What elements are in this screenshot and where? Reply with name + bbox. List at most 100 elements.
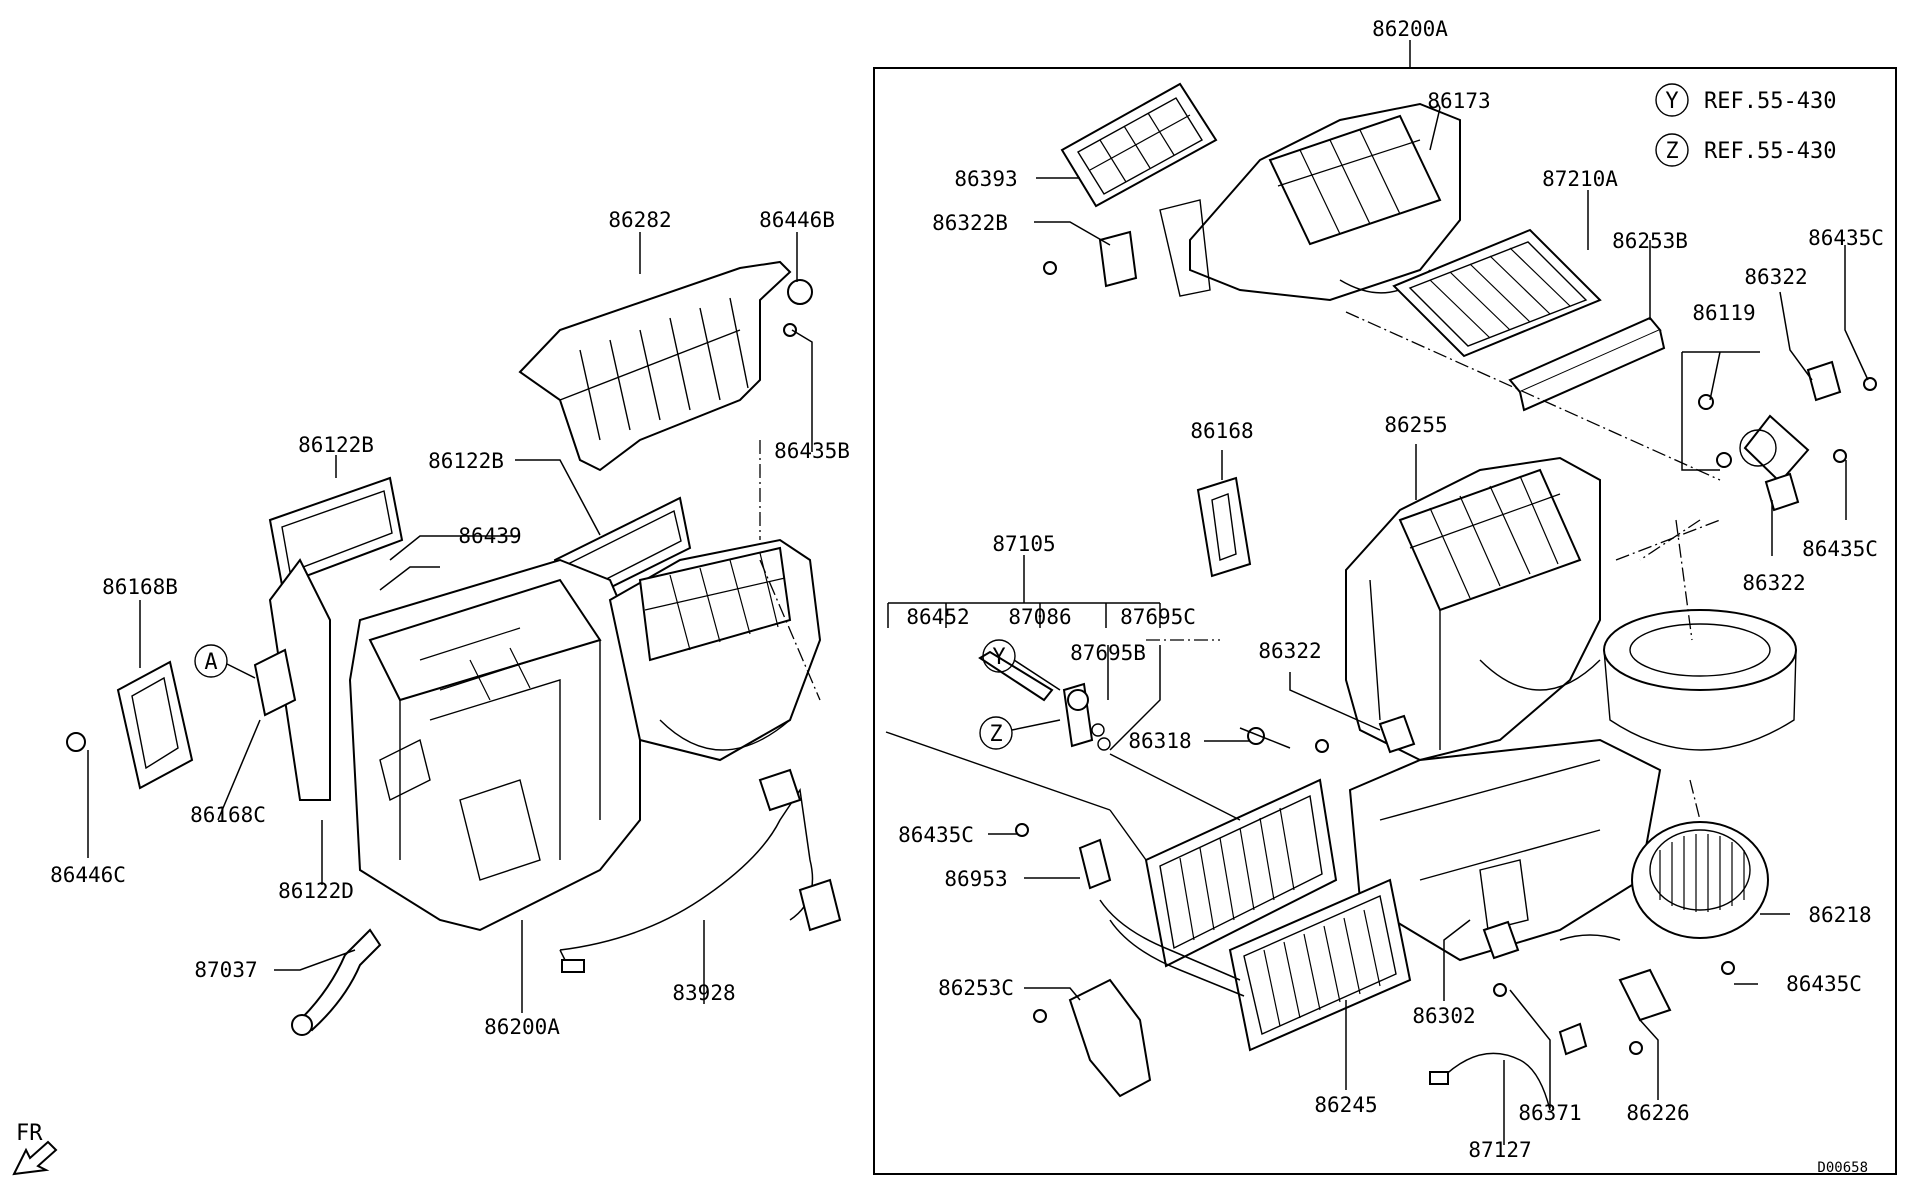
part-label: 86173 — [1427, 89, 1490, 113]
part-label: 86435C — [1808, 226, 1884, 250]
part-label: 86282 — [608, 208, 671, 232]
gasket-86122d — [253, 558, 331, 801]
part-label: 87695C — [1120, 605, 1196, 629]
marker-y: Y — [992, 645, 1005, 670]
part-label: 86245 — [1314, 1093, 1377, 1117]
part-label: 86168B — [102, 575, 178, 599]
part-label: 86200A — [484, 1015, 560, 1039]
left-part-labels: 86282 86446B 86435B 86122B 86122B 86439 … — [50, 208, 850, 1039]
part-label: 86318 — [1128, 729, 1191, 753]
drawing-code: D00658 — [1817, 1160, 1868, 1176]
reference-z: Z REF.55-430 — [1655, 133, 1836, 167]
reference-y: Y REF.55-430 — [1655, 83, 1836, 117]
part-label: 86322B — [932, 211, 1008, 235]
part-evaporator-core — [1144, 778, 1338, 968]
arrow-icon — [12, 1140, 58, 1176]
oring-87695b — [1091, 723, 1105, 737]
part-label: 86452 — [906, 605, 969, 629]
marker-a: A — [204, 650, 217, 675]
actuators-86322 — [1698, 360, 1877, 512]
clip-86446b — [787, 279, 813, 305]
part-label: 86119 — [1692, 301, 1755, 325]
part-label: 86168 — [1190, 419, 1253, 443]
bracket-86953 — [1078, 838, 1112, 890]
part-label: 87037 — [194, 958, 257, 982]
pad-86168c — [253, 648, 297, 717]
marker-leaders — [1011, 659, 1061, 731]
part-label: 86439 — [458, 524, 521, 548]
part-86255-main-case — [1345, 456, 1601, 762]
part-label: 86168C — [190, 803, 266, 827]
reference-text: REF.55-430 — [1704, 139, 1836, 164]
part-label: 86435C — [1802, 537, 1878, 561]
part-86168-seal — [1196, 476, 1252, 578]
part-label: 86122B — [428, 449, 504, 473]
marker-y-circle — [982, 639, 1016, 673]
reference-text: REF.55-430 — [1704, 89, 1836, 114]
part-label: 86253B — [1612, 229, 1688, 253]
harness-83928 — [559, 768, 842, 973]
part-label: 83928 — [672, 981, 735, 1005]
part-label: 86226 — [1626, 1101, 1689, 1125]
wire-87127 — [1439, 1052, 1551, 1111]
valve-group-87105 — [978, 650, 1416, 754]
marker-circle — [1655, 83, 1689, 117]
blower-case — [1603, 609, 1797, 751]
hose-87037 — [291, 928, 382, 1036]
marker-label: Z — [1665, 139, 1678, 164]
marker-a-circle — [194, 644, 228, 678]
marker-z-circle — [979, 716, 1013, 750]
leader-line — [226, 663, 256, 679]
part-label: 86302 — [1412, 1004, 1475, 1028]
part-label: 86322 — [1258, 639, 1321, 663]
part-label: 86322 — [1742, 571, 1805, 595]
part-label: 86435C — [1786, 972, 1862, 996]
part-87210a-filter — [1392, 228, 1602, 358]
bolt-86452 — [978, 650, 1054, 702]
direction-label: FR — [16, 1121, 43, 1146]
part-label: 86122D — [278, 879, 354, 903]
heater-unit-left — [348, 538, 822, 932]
assembly-boundary-box — [873, 67, 1897, 1175]
part-label: 86218 — [1808, 903, 1871, 927]
part-label: 87695B — [1070, 641, 1146, 665]
part-86253b-cover — [1508, 316, 1666, 412]
part-86218-blower-motor — [1631, 821, 1769, 975]
leader-line — [1107, 645, 1161, 751]
part-label: 86435C — [898, 823, 974, 847]
front-direction-indicator: FR — [12, 1121, 58, 1176]
part-label: 86393 — [954, 167, 1017, 191]
box-part-labels: 86173 86393 86322B 87210A 86253B 86435C … — [898, 89, 1884, 1162]
part-label: 86371 — [1518, 1101, 1581, 1125]
part-label: 86446B — [759, 208, 835, 232]
sensors-bottom — [1429, 920, 1672, 1111]
part-label: 86255 — [1384, 413, 1447, 437]
pipes-and-brackets — [1015, 823, 1245, 1098]
marker-circle — [1655, 133, 1689, 167]
screw-86435b — [783, 323, 797, 337]
actuator-86322-mid — [1378, 714, 1416, 754]
part-label: 87210A — [1542, 167, 1618, 191]
part-label: 87086 — [1008, 605, 1071, 629]
bracket-87105 — [887, 555, 1161, 628]
part-label: 86435B — [774, 439, 850, 463]
box-leader-lines — [988, 99, 1869, 1145]
marker-z: Z — [989, 722, 1002, 747]
part-label: 86953 — [944, 867, 1007, 891]
seal-86168b — [66, 660, 194, 790]
clip-86446c — [66, 732, 86, 752]
part-label: 87127 — [1468, 1138, 1531, 1162]
part-86245-heater-core — [1228, 878, 1412, 1052]
left-leader-lines — [87, 232, 813, 1013]
part-86393-filter — [1060, 82, 1218, 208]
alignment-lines — [759, 311, 1721, 861]
screw-86119 — [1698, 394, 1714, 410]
box-label: 86200A — [1372, 17, 1448, 41]
part-label: 87105 — [992, 532, 1055, 556]
hose-86226 — [1559, 934, 1621, 941]
oring-87695c — [1097, 737, 1111, 751]
actuator-86322b — [1098, 230, 1138, 288]
sensor-86371 — [1482, 920, 1520, 960]
